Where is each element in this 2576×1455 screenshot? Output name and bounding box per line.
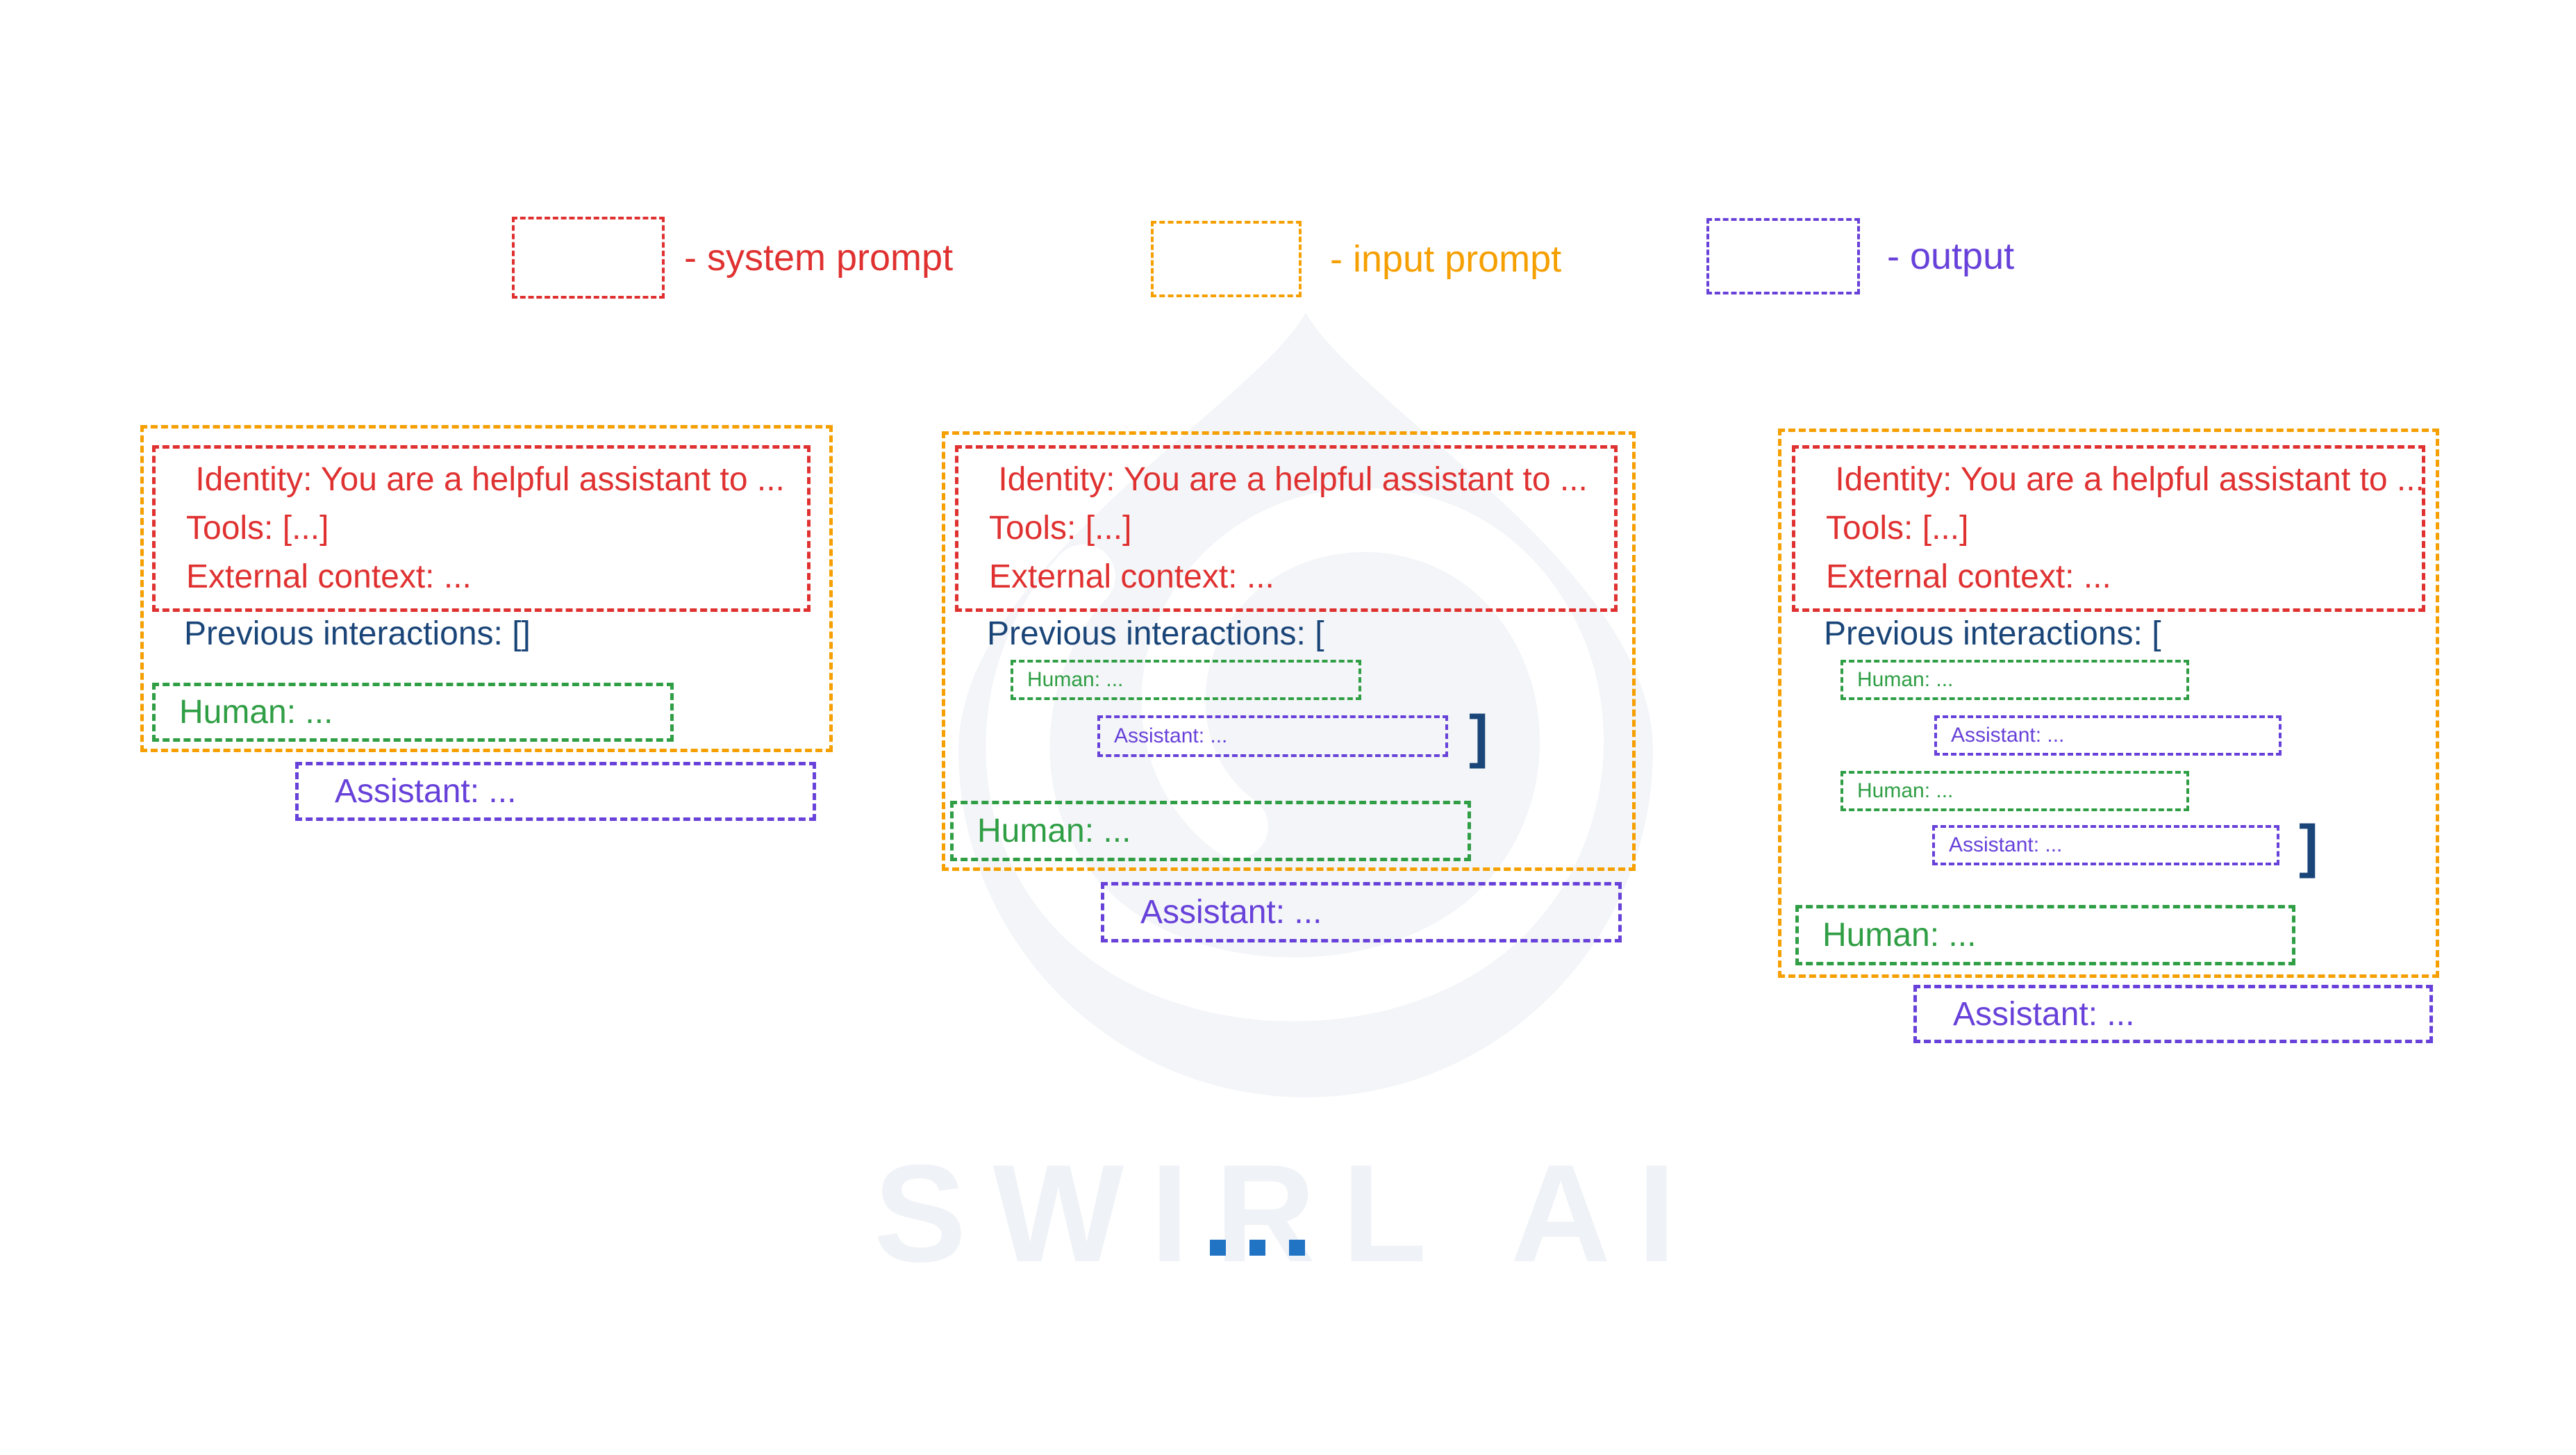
system-prompt-tools-line: Tools: [...] xyxy=(989,510,1132,547)
legend-label-system-prompt: - system prompt xyxy=(684,237,954,278)
assistant-output-box: Assistant: ... xyxy=(1101,882,1622,942)
history-assistant-label: Assistant: ... xyxy=(1114,724,1228,747)
ellipsis-dot xyxy=(1249,1240,1265,1256)
history-human-box-2: Human: ... xyxy=(1840,771,2189,811)
input-prompt-box xyxy=(140,425,833,752)
legend-swatch-output xyxy=(1706,218,1860,294)
history-human-label: Human: ... xyxy=(1857,668,1954,691)
system-prompt-tools-line: Tools: [...] xyxy=(186,510,329,547)
history-assistant-box-1: Assistant: ... xyxy=(1934,715,2282,756)
system-prompt-external-context-line: External context: ... xyxy=(1826,558,2111,595)
legend-swatch-system-prompt xyxy=(512,217,665,299)
history-human-label: Human: ... xyxy=(1857,779,1954,802)
input-prompt-box xyxy=(942,431,1636,871)
system-prompt-box: Identity: You are a helpful assistant to… xyxy=(1792,445,2425,612)
assistant-output-box: Assistant: ... xyxy=(295,762,816,821)
assistant-output-label: Assistant: ... xyxy=(335,773,517,810)
human-message-box: Human: ... xyxy=(950,801,1471,861)
history-assistant-box: Assistant: ... xyxy=(1097,715,1448,757)
legend-swatch-input-prompt xyxy=(1151,221,1302,297)
system-prompt-identity-line: Identity: You are a helpful assistant to… xyxy=(1826,461,2425,498)
history-assistant-box-2: Assistant: ... xyxy=(1932,825,2279,865)
system-prompt-external-context-line: External context: ... xyxy=(989,558,1274,595)
assistant-output-label: Assistant: ... xyxy=(1953,995,2135,1033)
system-prompt-external-context-line: External context: ... xyxy=(186,558,472,595)
system-prompt-identity-line: Identity: You are a helpful assistant to… xyxy=(989,461,1588,498)
human-message-box: Human: ... xyxy=(1795,905,2295,965)
assistant-output-label: Assistant: ... xyxy=(1140,894,1322,931)
previous-interactions-label: Previous interactions: [ xyxy=(1824,615,2161,652)
system-prompt-box: Identity: You are a helpful assistant to… xyxy=(152,445,811,612)
system-prompt-identity-line: Identity: You are a helpful assistant to… xyxy=(186,461,785,498)
previous-interactions-label: Previous interactions: [] xyxy=(184,615,531,652)
human-message-label: Human: ... xyxy=(179,694,333,731)
history-closing-bracket: ] xyxy=(1469,704,1488,769)
history-assistant-label: Assistant: ... xyxy=(1949,833,2063,856)
system-prompt-box: Identity: You are a helpful assistant to… xyxy=(955,445,1618,612)
history-human-label: Human: ... xyxy=(1027,668,1124,691)
human-message-label: Human: ... xyxy=(977,813,1131,849)
history-human-box-1: Human: ... xyxy=(1840,660,2189,700)
history-closing-bracket: ] xyxy=(2299,813,2318,879)
legend-label-input-prompt: - input prompt xyxy=(1330,238,1562,280)
brand-watermark: SWIRL AI xyxy=(874,1136,1702,1291)
human-message-box: Human: ... xyxy=(152,683,674,742)
input-prompt-box xyxy=(1778,429,2439,978)
history-human-box: Human: ... xyxy=(1011,660,1361,700)
previous-interactions-label: Previous interactions: [ xyxy=(987,615,1324,652)
human-message-label: Human: ... xyxy=(1822,917,1977,954)
assistant-output-box: Assistant: ... xyxy=(1913,985,2433,1043)
ellipsis-dot xyxy=(1210,1240,1226,1256)
ellipsis-dot xyxy=(1289,1240,1305,1256)
system-prompt-tools-line: Tools: [...] xyxy=(1826,510,1969,547)
history-assistant-label: Assistant: ... xyxy=(1951,724,2065,747)
legend-label-output: - output xyxy=(1887,235,2015,277)
ellipsis-dots xyxy=(1210,1240,1305,1256)
